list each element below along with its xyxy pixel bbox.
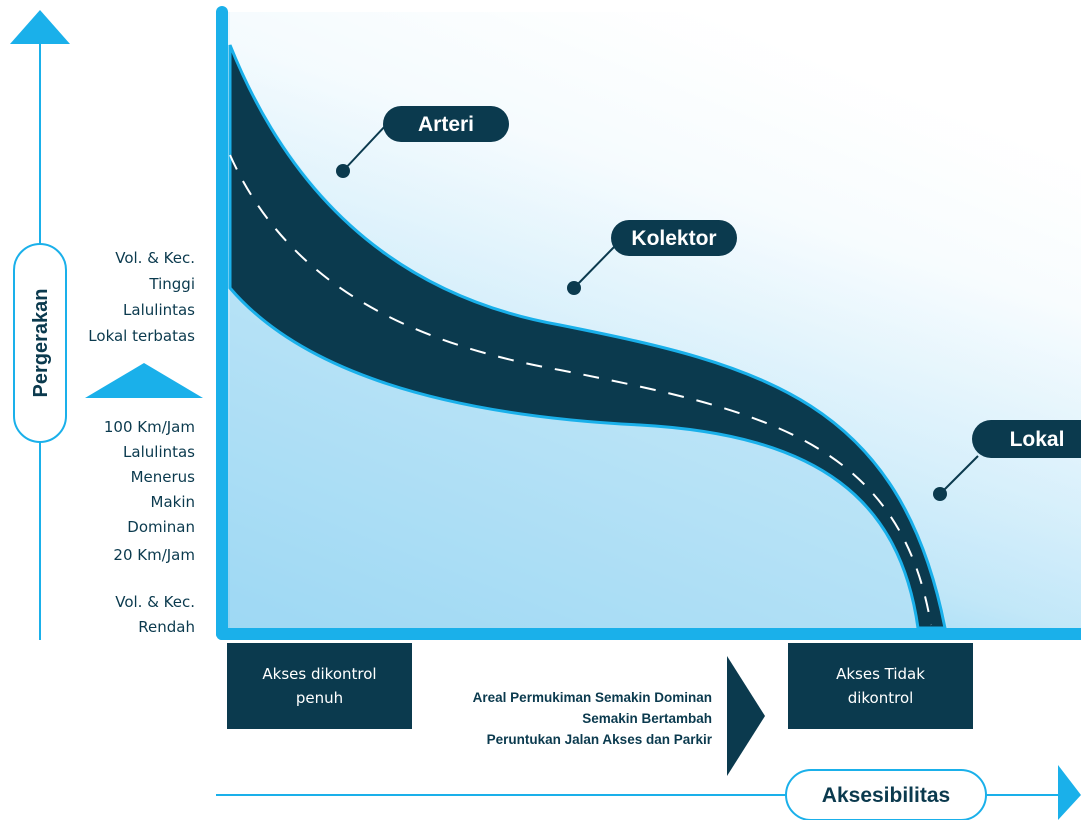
access-controlled-box: Akses dikontrol penuh [227, 643, 412, 729]
y-label-lower: Vol. & Kec. Rendah [60, 590, 195, 640]
y-label-upper: Vol. & Kec. Tinggi Lalulintas Lokal terb… [60, 245, 195, 349]
arteri-callout-dot [336, 164, 350, 178]
y-label-upper-line: Vol. & Kec. [115, 249, 195, 267]
y-label-middle: 100 Km/Jam Lalulintas Menerus Makin Domi… [60, 415, 195, 568]
arteri-label-pill [383, 106, 509, 142]
y-label-middle-line: 20 Km/Jam [113, 546, 195, 564]
y-label-middle-line: Lalulintas [123, 443, 195, 461]
access-controlled-label: Akses dikontrol penuh [262, 665, 377, 707]
residential-note-line: Areal Permukiman Semakin Dominan [472, 690, 712, 705]
kolektor-label-pill [611, 220, 737, 256]
lokal-callout-dot [933, 487, 947, 501]
y-label-middle-line: 100 Km/Jam [103, 418, 195, 436]
kolektor-callout-line [573, 244, 617, 289]
residential-note-line: Peruntukan Jalan Akses dan Parkir [486, 732, 712, 747]
lower-region [230, 288, 918, 628]
y-label-upper-line: Lalulintas [123, 301, 195, 319]
y-label-lower-line: Rendah [138, 618, 195, 636]
y-label-upper-line: Tinggi [149, 275, 195, 293]
y-label-middle-line: Dominan [127, 518, 195, 536]
road-center-line [229, 154, 932, 626]
bottom-direction-chevron [727, 656, 765, 776]
y-axis-title-pill [13, 243, 67, 443]
arteri-label: Arteri [418, 113, 474, 136]
residential-note-line: Semakin Bertambah [582, 711, 712, 726]
y-axis-title: Pergerakan [30, 289, 52, 398]
lokal-label-pill [972, 420, 1081, 458]
access-uncontrolled-box: Akses Tidak dikontrol [788, 643, 973, 729]
y-label-upper-line: Lokal terbatas [88, 327, 195, 345]
y-label-up-triangle [85, 363, 203, 398]
road-band [228, 44, 947, 630]
x-axis-title: Aksesibilitas [822, 784, 950, 807]
arteri-callout-line [342, 123, 388, 172]
x-axis-arrowhead [1058, 765, 1081, 820]
upper-glow-region [230, 12, 1081, 628]
lokal-callout-line [939, 455, 979, 495]
access-uncontrolled-label: Akses Tidak dikontrol [836, 665, 925, 707]
kolektor-label: Kolektor [631, 227, 716, 250]
y-label-lower-line: Vol. & Kec. [115, 593, 195, 611]
lokal-label: Lokal [1010, 428, 1065, 451]
kolektor-callout-dot [567, 281, 581, 295]
y-label-middle-line: Makin [150, 493, 196, 511]
y-axis-arrowhead [10, 10, 70, 44]
y-label-middle-line: Menerus [130, 468, 195, 486]
residential-area-notes: Areal Permukiman Semakin Dominan Semakin… [410, 687, 712, 750]
